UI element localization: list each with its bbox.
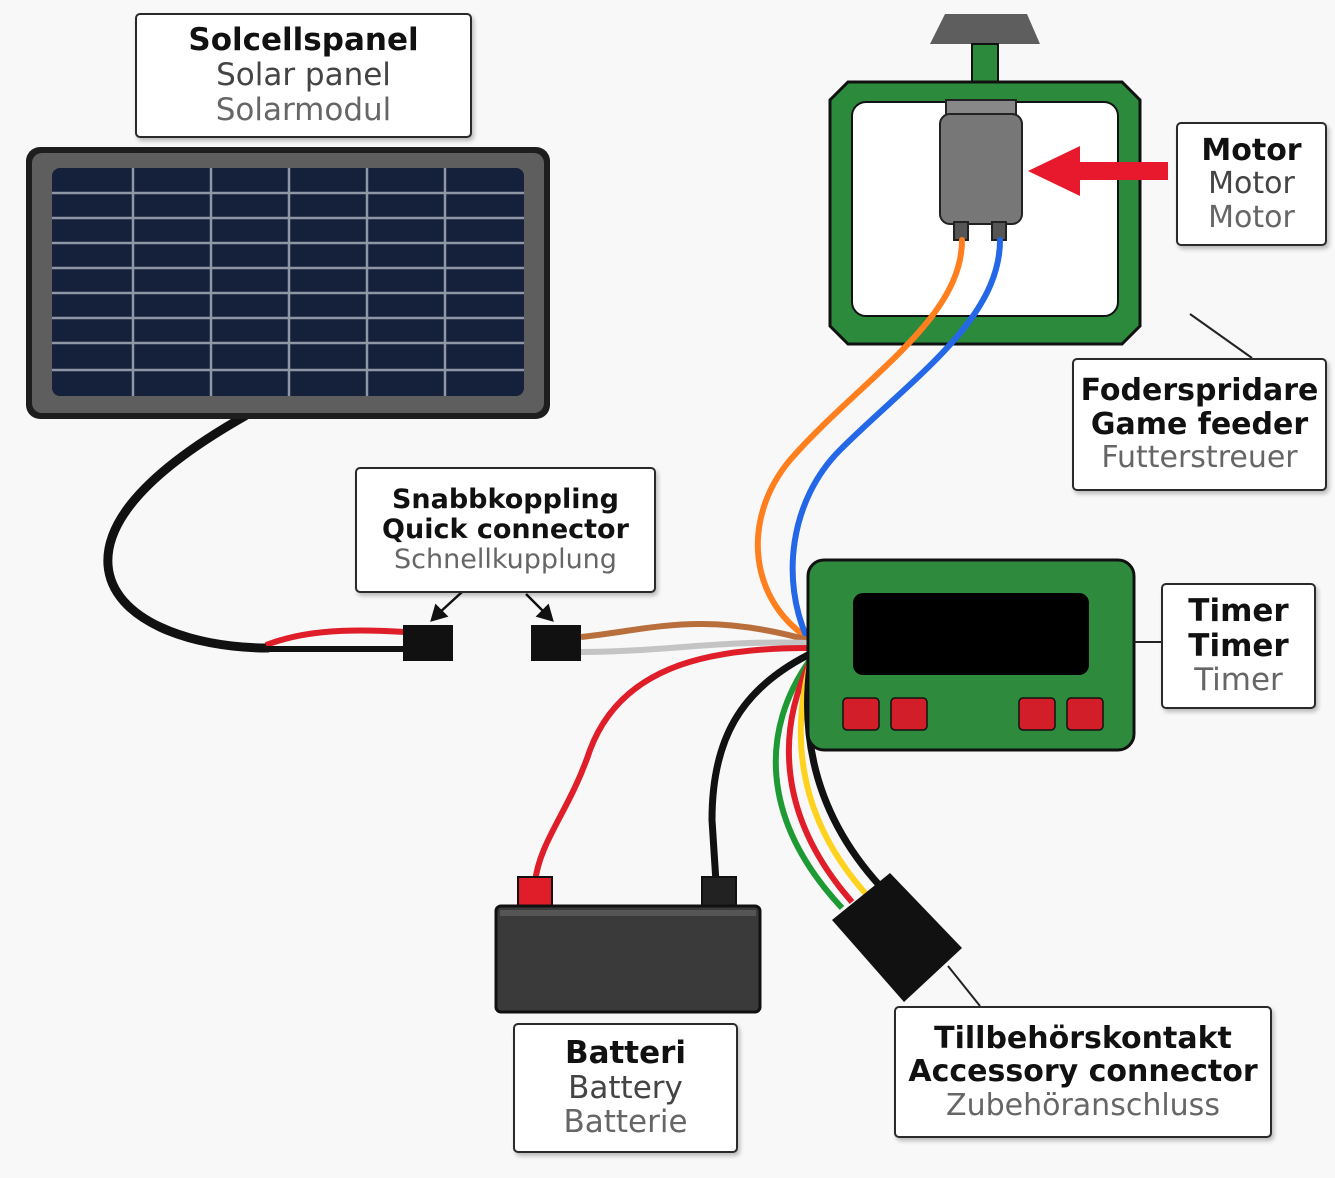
orange-wire — [754, 237, 965, 641]
quick-connector-label: Snabbkoppling Quick connector Schnellkup… — [355, 467, 656, 593]
battery-red-wire — [532, 645, 811, 885]
label-english: Quick connector — [382, 513, 629, 545]
label-swedish: Tillbehörskontakt — [934, 1020, 1232, 1056]
accessory-connector-label: Tillbehörskontakt Accessory connector Zu… — [894, 1006, 1272, 1138]
timer-display — [853, 593, 1089, 675]
label-german: Schnellkupplung — [394, 544, 617, 576]
label-english: Game feeder — [1090, 406, 1309, 442]
label-swedish: Batteri — [564, 1034, 687, 1071]
timer-label: Timer Timer Timer — [1161, 583, 1316, 709]
label-german: Futterstreuer — [1101, 440, 1298, 476]
accessory-connector — [832, 873, 962, 1002]
timer-button — [842, 697, 880, 731]
label-german: Zubehöranschluss — [946, 1087, 1220, 1123]
label-english: Timer — [1188, 627, 1289, 664]
timer — [806, 558, 1136, 752]
quick-connector-pointers — [430, 591, 554, 622]
solar-panel — [26, 147, 550, 419]
label-swedish: Motor — [1201, 132, 1302, 168]
label-german: Batterie — [563, 1104, 688, 1141]
battery-black-wire — [708, 651, 812, 886]
accessory-leader-line — [947, 965, 981, 1007]
motor — [939, 99, 1023, 241]
game-feeder-label: Foderspridare Game feeder Futterstreuer — [1072, 358, 1327, 491]
quick-connector-right — [531, 625, 581, 661]
solar-panel-cable — [103, 411, 273, 653]
battery-label: Batteri Battery Batterie — [513, 1023, 738, 1153]
quick-connector-left — [403, 625, 453, 661]
label-german: Timer — [1194, 662, 1283, 699]
timer-button — [1018, 697, 1056, 731]
label-english: Battery — [568, 1069, 683, 1106]
label-swedish: Solcellspanel — [188, 22, 419, 59]
feeder-leader-line — [1189, 313, 1253, 359]
blue-wire — [789, 237, 1003, 643]
label-german: Motor — [1208, 199, 1295, 235]
battery — [494, 876, 762, 1014]
timer-button — [1066, 697, 1104, 731]
solar-panel-label: Solcellspanel Solar panel Solarmodul — [135, 13, 472, 138]
solar-red-wire — [264, 627, 406, 648]
label-english: Motor — [1208, 166, 1295, 202]
motor-arrow — [1028, 146, 1168, 196]
label-swedish: Snabbkoppling — [391, 483, 620, 515]
label-swedish: Foderspridare — [1080, 373, 1319, 409]
label-english: Accessory connector — [908, 1054, 1258, 1090]
label-english: Solar panel — [216, 57, 391, 94]
label-german: Solarmodul — [215, 91, 392, 128]
timer-button — [890, 697, 928, 731]
label-swedish: Timer — [1188, 592, 1289, 629]
motor-label: Motor Motor Motor — [1176, 122, 1327, 246]
